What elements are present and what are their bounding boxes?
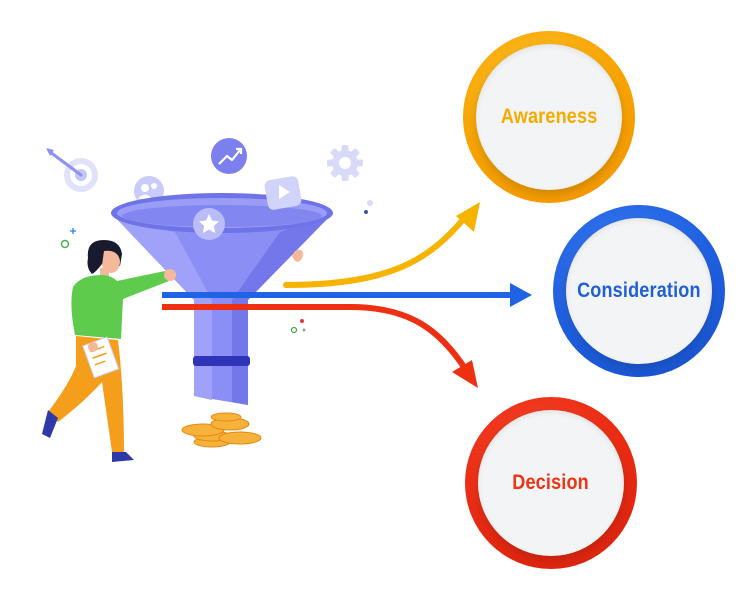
stage-consideration-label: Consideration [577, 279, 701, 302]
stage-awareness-label: Awareness [500, 105, 598, 128]
decision-arrowhead [452, 360, 478, 388]
gear-icon [327, 145, 363, 181]
sparkle-dot [60, 239, 70, 249]
sparkle-dot [300, 319, 304, 323]
awareness-arrowhead [456, 202, 480, 232]
hand-right [292, 249, 303, 262]
sparkle-dot [290, 326, 298, 334]
decision-arrow [162, 304, 469, 372]
growth-chart-icon [211, 138, 247, 174]
sparkle-plus [70, 228, 76, 234]
star-icon [193, 208, 225, 240]
person [42, 240, 176, 462]
stage-awareness: Awareness [463, 31, 635, 203]
stage-decision: Decision [465, 397, 637, 569]
sparkle-dot [302, 328, 306, 332]
sparkle-dot [364, 210, 368, 214]
stage-decision-label: Decision [512, 471, 590, 494]
consideration-arrowhead [510, 283, 532, 307]
target-arrow-icon [46, 148, 98, 192]
coins-stack [181, 412, 262, 448]
sparkle-dot [367, 200, 373, 206]
stage-consideration: Consideration [553, 205, 725, 377]
awareness-arrow [283, 213, 469, 288]
play-icon [264, 176, 302, 210]
